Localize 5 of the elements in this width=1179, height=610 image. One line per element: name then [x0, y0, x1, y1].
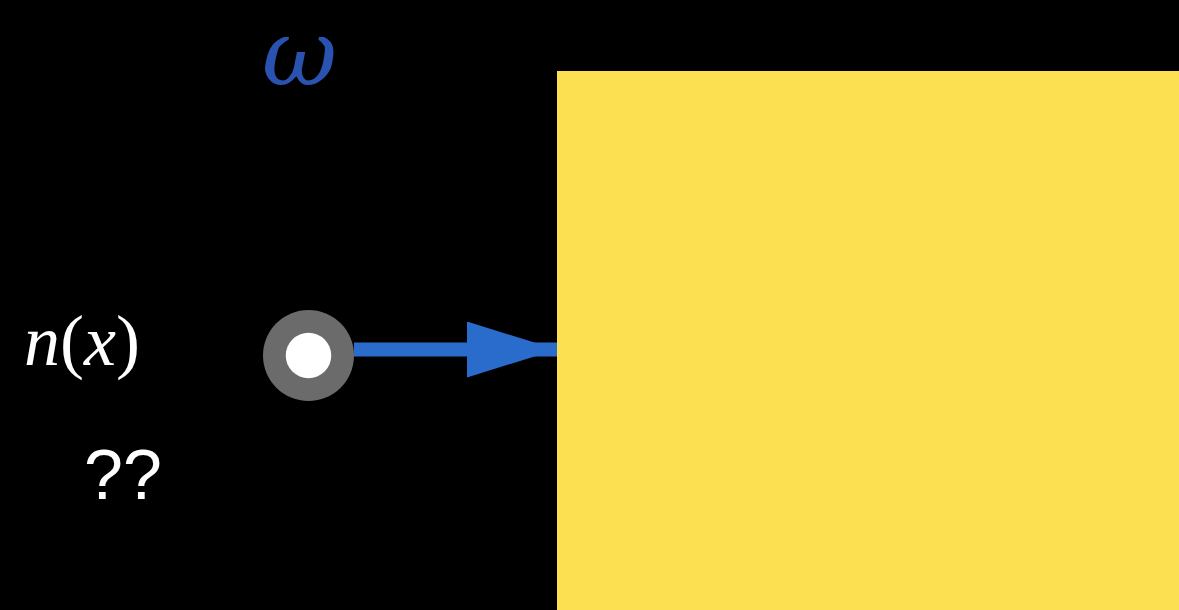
ring-marker: [263, 310, 354, 401]
filled-rectangle: [557, 71, 1179, 610]
question-marks: ??: [84, 440, 162, 510]
arrow: [354, 321, 557, 378]
omega-symbol: ω: [262, 8, 338, 100]
